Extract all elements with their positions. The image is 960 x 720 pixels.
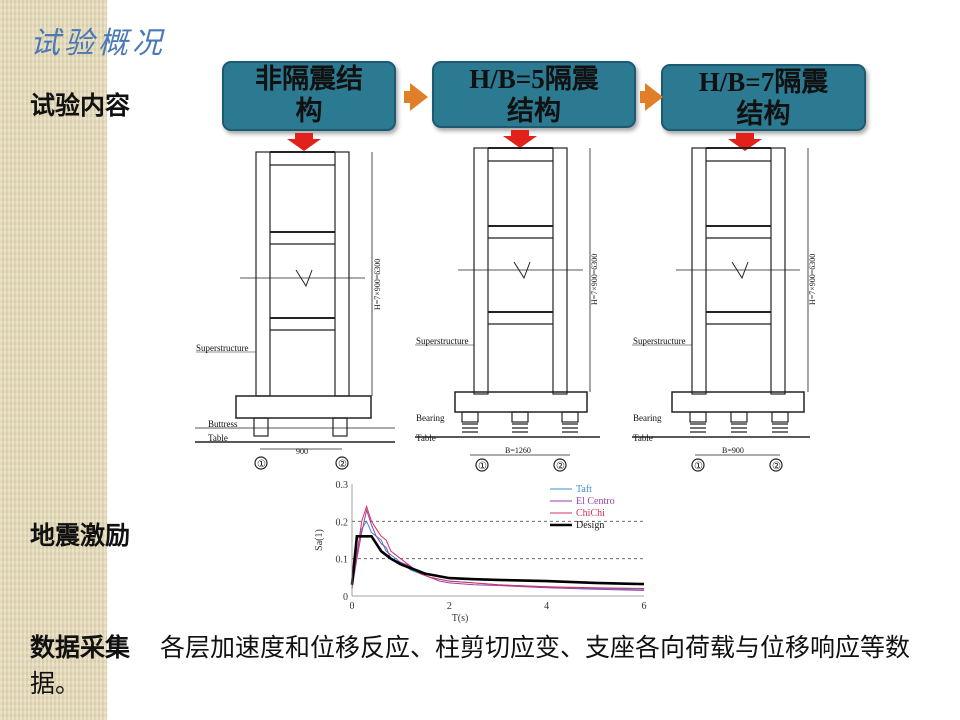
axis-marker: ② (772, 461, 781, 472)
slide-title: 试验概况 (30, 26, 166, 61)
load-arrow-icon (503, 130, 537, 148)
series-line-el-centro (351, 508, 645, 591)
x-axis-label: T(s) (452, 613, 469, 624)
width-dimension: 900 (296, 447, 308, 456)
superstructure-label: Superstructure (196, 343, 248, 353)
box-hb5-line1: H/B=5隔震 (469, 64, 599, 94)
box-hb7-isolated: H/B=7隔震 结构 (661, 64, 866, 131)
axis-marker: ② (338, 459, 347, 470)
data-text: 各层加速度和位移反应、柱剪切应变、支座各向荷载与位移响应等数据。 (30, 633, 911, 698)
bearing-label: Bearing (416, 413, 445, 423)
arrow-right-2-stem (640, 91, 647, 103)
chart-axes: 0 0.1 0.2 0.3 0 2 4 6T(s) Sa(1) (314, 480, 647, 624)
bearing-label: Bearing (633, 413, 662, 423)
table-label: Table (633, 433, 653, 443)
drawing-hb5 (415, 147, 600, 472)
x-tick-label: 6 (642, 601, 647, 612)
x-tick-label: 4 (544, 601, 549, 612)
x-tick-label: 2 (447, 601, 452, 612)
series-line-design (350, 534, 645, 586)
legend-label: ChiChi (576, 508, 605, 519)
series-line-chichi (351, 504, 645, 589)
data-label: 数据采集 (30, 633, 131, 662)
y-axis-label: Sa(1) (314, 529, 325, 551)
axis-marker: ① (478, 461, 487, 472)
drawing-hb7 (632, 147, 810, 472)
height-dimension: H=7×900=6300 (373, 259, 382, 310)
arrow-right-icon (645, 83, 663, 111)
box-non-isolated-line2: 构 (295, 96, 323, 126)
table-label: Table (416, 433, 436, 443)
arrow-right-1-stem (404, 91, 412, 103)
data-acquisition-paragraph: 数据采集各层加速度和位移反应、柱剪切应变、支座各向荷载与位移响应等数据。 (30, 630, 930, 702)
box-hb7-line1: H/B=7隔震 (698, 67, 829, 97)
height-dimension: H=7×900=6300 (590, 254, 599, 305)
x-tick-label: 0 (350, 601, 355, 612)
table-label: Table (208, 433, 228, 443)
box-non-isolated: 非隔震结 构 (222, 61, 396, 131)
axis-marker: ② (556, 461, 565, 472)
excitation-label: 地震激励 (30, 521, 131, 550)
box-hb5-line2: 结构 (507, 96, 561, 126)
content-label: 试验内容 (30, 91, 131, 120)
box-hb5-isolated: H/B=5隔震 结构 (432, 61, 636, 128)
width-dimension: B=900 (722, 446, 744, 455)
y-tick-label: 0.2 (336, 517, 349, 528)
legend-label: El Centro (576, 496, 615, 507)
axis-marker: ① (694, 461, 703, 472)
width-dimension: B=1260 (505, 446, 531, 455)
box-hb7-line2: 结构 (736, 99, 791, 129)
drawing-non-isolated (195, 151, 395, 470)
decorative-sidebar (0, 0, 107, 720)
y-tick-label: 0.3 (336, 480, 349, 491)
height-dimension: H=7×900=6300 (808, 254, 817, 305)
axis-marker: ① (257, 459, 266, 470)
legend-label: Taft (576, 484, 592, 495)
y-tick-label: 0 (343, 592, 348, 603)
superstructure-label: Superstructure (633, 336, 685, 346)
load-arrow-icon (287, 133, 321, 151)
buttress-label: Buttress (208, 419, 238, 429)
legend-label: Design (576, 520, 604, 531)
y-tick-label: 0.1 (336, 555, 349, 566)
arrow-right-icon (410, 83, 428, 111)
superstructure-label: Superstructure (416, 336, 468, 346)
chart-series (350, 504, 645, 591)
box-non-isolated-line1: 非隔震结 (255, 64, 363, 94)
